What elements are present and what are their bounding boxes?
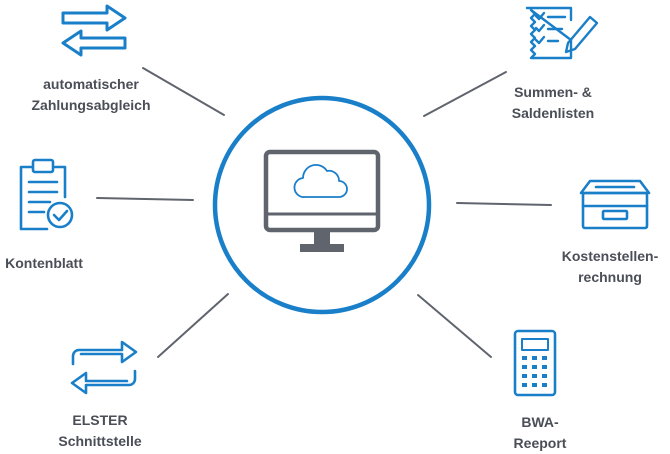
- clipboard-check-icon: [19, 158, 74, 231]
- connector-cost-centers: [456, 202, 552, 206]
- file-drawer-icon: [579, 179, 651, 230]
- label-payment-matching: automatischer Zahlungsabgleich: [1, 74, 181, 116]
- sync-arrows-icon: [70, 340, 138, 395]
- transfer-arrows-icon: [61, 4, 127, 57]
- label-line: ELSTER: [72, 412, 128, 428]
- label-line: Kostenstellen-: [561, 248, 659, 264]
- label-line: automatischer: [43, 76, 139, 92]
- checklist-pen-icon: [525, 6, 599, 60]
- center-circle: [212, 95, 432, 315]
- label-bwa-report: BWA- Reeport: [490, 412, 590, 454]
- connector-account-sheet: [96, 197, 194, 201]
- label-line: Zahlungsabgleich: [31, 97, 151, 113]
- label-account-sheet: Kontenblatt: [0, 253, 88, 274]
- label-line: Saldenlisten: [511, 105, 595, 121]
- label-elster-interface: ELSTER Schnittstelle: [40, 410, 160, 452]
- calculator-icon: [513, 329, 557, 397]
- connector-payment-matching: [142, 67, 225, 116]
- monitor-cloud-icon: [263, 149, 381, 252]
- label-line: Schnittstelle: [58, 433, 142, 449]
- connector-lines: [96, 67, 552, 358]
- label-line: rechnung: [578, 269, 642, 285]
- label-balance-lists: Summen- & Saldenlisten: [488, 82, 618, 124]
- label-line: Summen- &: [514, 84, 592, 100]
- connector-balance-lists: [423, 71, 507, 117]
- label-line: Reeport: [513, 435, 567, 451]
- label-line: Kontenblatt: [5, 255, 83, 271]
- center-hub: [212, 95, 432, 315]
- connector-elster-interface: [157, 293, 229, 358]
- label-cost-centers: Kostenstellen- rechnung: [550, 246, 670, 288]
- connector-bwa-report: [417, 294, 492, 358]
- label-line: BWA-: [521, 414, 559, 430]
